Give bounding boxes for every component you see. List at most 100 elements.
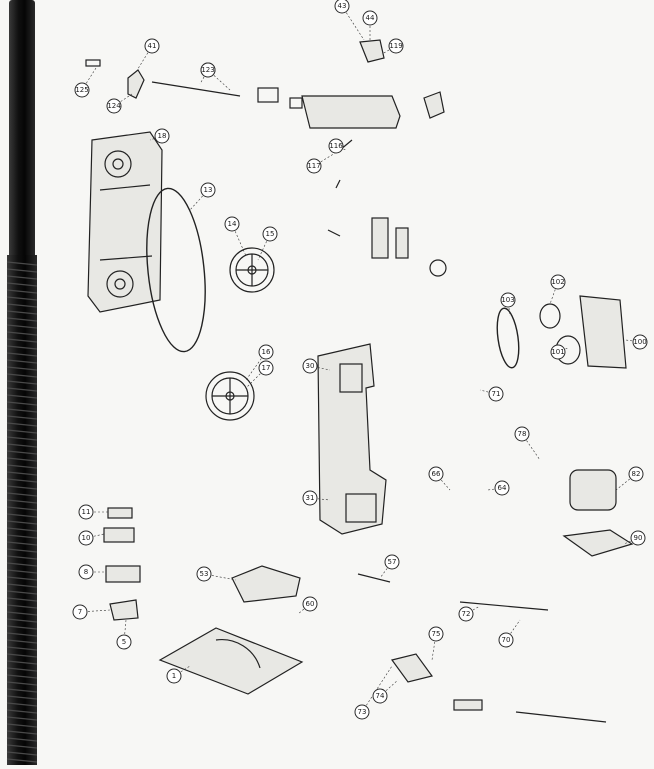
fence-rail bbox=[390, 601, 607, 723]
table-trunnion bbox=[231, 565, 301, 603]
callout-knob: 123 bbox=[200, 62, 216, 78]
callout-number: 16 bbox=[262, 348, 271, 356]
leader-line bbox=[199, 69, 209, 85]
callout-bracket-a: 119 bbox=[388, 38, 404, 54]
callout-top-screw: 43 bbox=[334, 0, 350, 14]
callout-number: 66 bbox=[432, 470, 441, 478]
callout-frame: 31 bbox=[302, 490, 318, 506]
callout-number: 13 bbox=[204, 186, 213, 194]
callout-miter: 70 bbox=[498, 632, 514, 648]
callout-number: 78 bbox=[518, 430, 527, 438]
callout-lower-guide: 8 bbox=[78, 564, 94, 580]
callout-rail: 72 bbox=[458, 606, 474, 622]
callout-belt: 103 bbox=[500, 292, 516, 308]
leader-line bbox=[309, 497, 331, 501]
callout-upper-guide: 41 bbox=[144, 38, 160, 54]
motor bbox=[562, 469, 634, 557]
upper-bracket bbox=[257, 39, 445, 129]
callout-table: 1 bbox=[166, 668, 182, 684]
main-frame bbox=[317, 343, 387, 535]
saw-table bbox=[158, 627, 304, 695]
callout-number: 73 bbox=[358, 708, 367, 716]
callout-number: 17 bbox=[262, 364, 271, 372]
callout-number: 125 bbox=[75, 86, 88, 94]
leader-line bbox=[85, 533, 105, 539]
leader-line bbox=[435, 473, 451, 491]
callout-plate: 78 bbox=[514, 426, 530, 442]
callout-guide-block: 11 bbox=[78, 504, 94, 520]
leader-line bbox=[341, 5, 365, 41]
upper-guide-assembly bbox=[327, 217, 447, 277]
callout-pulley: 102 bbox=[550, 274, 566, 290]
callout-number: 119 bbox=[389, 42, 402, 50]
callout-bushing: 64 bbox=[494, 480, 510, 496]
callout-motor-cover: 100 bbox=[632, 334, 648, 350]
upper-wheel-housing bbox=[87, 131, 163, 313]
callout-tension: 17 bbox=[258, 360, 274, 376]
callout-blade: 13 bbox=[200, 182, 216, 198]
callout-number: 75 bbox=[432, 630, 441, 638]
callout-number: 7 bbox=[78, 608, 82, 616]
callout-guide-bearing: 10 bbox=[78, 530, 94, 546]
leader-line bbox=[379, 561, 393, 579]
bandsaw-exploded-diagram: 4344411191201231251241811711613141516171… bbox=[72, 0, 648, 723]
callout-slide-bar: 116 bbox=[328, 138, 344, 154]
callout-number: 102 bbox=[551, 278, 564, 286]
callout-number: 117 bbox=[307, 162, 320, 170]
tension-handwheel bbox=[229, 247, 275, 293]
callout-number: 31 bbox=[306, 494, 315, 502]
callout-guide-post: 117 bbox=[306, 158, 322, 174]
callout-number: 1 bbox=[172, 672, 176, 680]
callout-number: 123 bbox=[201, 66, 214, 74]
callout-number: 60 bbox=[306, 600, 315, 608]
callout-number: 15 bbox=[266, 230, 275, 238]
callout-number: 101 bbox=[551, 348, 564, 356]
lower-handwheel bbox=[205, 371, 255, 421]
callout-number: 11 bbox=[82, 508, 91, 516]
callout-number: 41 bbox=[148, 42, 157, 50]
callout-number: 44 bbox=[366, 14, 375, 22]
callout-number: 57 bbox=[388, 558, 397, 566]
callout-number: 124 bbox=[107, 102, 121, 110]
callout-thrust: 7 bbox=[72, 604, 88, 620]
top-knob-assembly bbox=[85, 59, 241, 99]
callout-number: 100 bbox=[633, 338, 646, 346]
callout-number: 53 bbox=[200, 570, 209, 578]
leader-line bbox=[173, 665, 191, 677]
leader-line bbox=[361, 665, 393, 713]
drive-belt-and-pulleys bbox=[496, 295, 627, 369]
callout-number: 82 bbox=[632, 470, 641, 478]
callout-number: 10 bbox=[82, 534, 91, 542]
callout-trunnion: 53 bbox=[196, 566, 212, 582]
saw-blade bbox=[146, 187, 206, 353]
leader-line bbox=[479, 389, 497, 395]
leader-line bbox=[309, 365, 331, 371]
leader-line bbox=[623, 537, 639, 545]
threaded-rod bbox=[6, 0, 38, 765]
callout-number: 71 bbox=[492, 390, 501, 398]
callout-number: 103 bbox=[501, 296, 514, 304]
callout-stop: 71 bbox=[488, 386, 504, 402]
callout-switch: 90 bbox=[630, 530, 646, 546]
callout-bolt-b: 73 bbox=[354, 704, 370, 720]
leader-line bbox=[507, 299, 511, 317]
callout-wrench: 60 bbox=[302, 596, 318, 612]
callout-number: 5 bbox=[122, 638, 126, 646]
callout-body: 30 bbox=[302, 358, 318, 374]
leader-line bbox=[381, 45, 397, 55]
callout-fence: 75 bbox=[428, 626, 444, 642]
callout-number: 90 bbox=[634, 534, 643, 542]
callout-top-washer: 44 bbox=[362, 10, 378, 26]
callout-nut-b: 74 bbox=[372, 688, 388, 704]
callout-number: 64 bbox=[498, 484, 507, 492]
leader-line bbox=[465, 605, 481, 615]
lower-guide-assembly bbox=[103, 507, 141, 621]
callout-number: 43 bbox=[338, 2, 347, 10]
callout-motor: 82 bbox=[628, 466, 644, 482]
callout-knob-plate: 124 bbox=[106, 98, 122, 114]
callout-number: 8 bbox=[84, 568, 88, 576]
callout-tension-knob: 15 bbox=[262, 226, 278, 242]
callout-spring: 57 bbox=[384, 554, 400, 570]
callout-number: 14 bbox=[228, 220, 237, 228]
callout-number: 18 bbox=[158, 132, 167, 140]
